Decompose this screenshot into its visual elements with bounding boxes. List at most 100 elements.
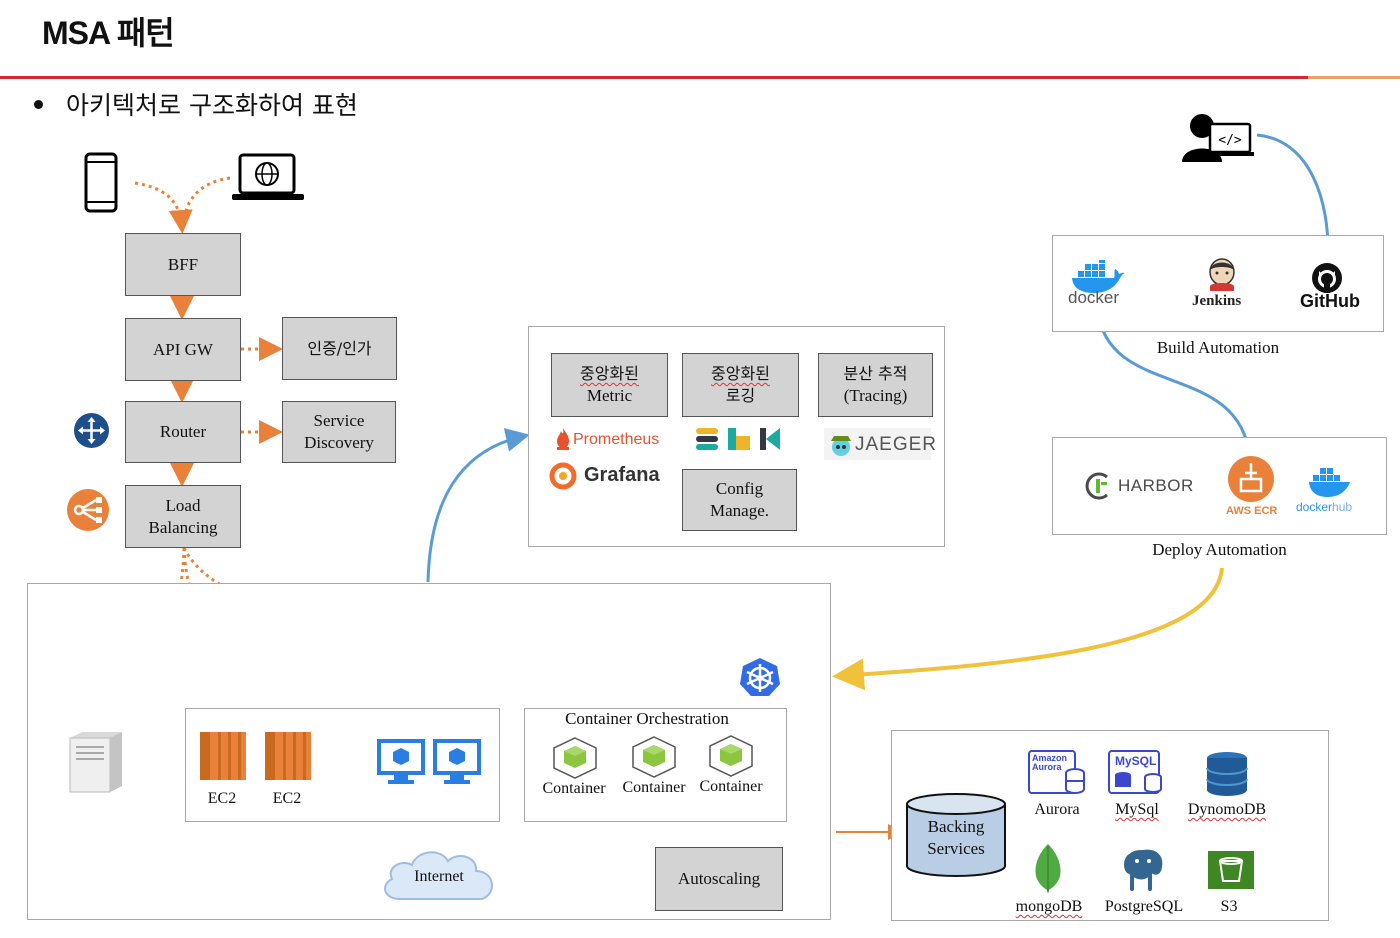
service-discovery-line-1: Service bbox=[313, 411, 365, 430]
config-line-1: Config bbox=[715, 479, 764, 498]
dockerhub-label-a: docker bbox=[1296, 500, 1333, 514]
router-icon bbox=[74, 413, 109, 448]
virtual-machine-icon-1 bbox=[377, 739, 425, 784]
backing-label-line-2: Services bbox=[927, 839, 985, 858]
dockerhub-label: dockerhub bbox=[1296, 500, 1352, 514]
container-orchestration-title: Container Orchestration bbox=[565, 709, 729, 728]
server-icon bbox=[69, 732, 122, 793]
github-label: GitHub bbox=[1300, 291, 1360, 311]
load-balancing-line-2: Balancing bbox=[148, 517, 218, 537]
bff-label: BFF bbox=[167, 254, 199, 274]
api-gateway-label: API GW bbox=[153, 339, 213, 359]
container-label-3: Container bbox=[699, 778, 763, 795]
jenkins-label: Jenkins bbox=[1192, 293, 1242, 309]
tracing-box: 분산 추적 (Tracing) bbox=[818, 353, 933, 417]
jaeger-logo-text: JAEGER bbox=[855, 434, 938, 455]
autoscaling-box: Autoscaling bbox=[655, 847, 783, 911]
jaeger-logo-icon bbox=[831, 436, 851, 456]
grafana-logo-text: Grafana bbox=[584, 464, 660, 486]
grafana-logo-icon bbox=[549, 462, 577, 490]
autoscaling-label: Autoscaling bbox=[677, 869, 761, 888]
prometheus-logo-icon bbox=[557, 428, 569, 450]
page-title: MSA 패턴 bbox=[42, 15, 175, 51]
auth-box: 인증/인가 bbox=[282, 317, 397, 380]
mysql-label: MySql bbox=[1115, 801, 1159, 818]
arrow-deploy-to-infra bbox=[832, 567, 1224, 691]
arrow-docker-to-ecr bbox=[1096, 311, 1261, 464]
ec2-instance-icon-2 bbox=[265, 732, 311, 780]
title-divider-tail bbox=[1308, 76, 1400, 79]
metric-box: 중앙화된 Metric bbox=[551, 353, 668, 417]
ec2-label-2: EC2 bbox=[272, 790, 302, 807]
title-divider bbox=[0, 76, 1308, 79]
elk-logo-icon bbox=[696, 428, 780, 450]
deploy-automation-caption: Deploy Automation bbox=[1152, 540, 1287, 559]
metric-line-2: Metric bbox=[586, 386, 633, 405]
mongodb-label: mongoDB bbox=[1015, 898, 1083, 915]
auth-label: 인증/인가 bbox=[307, 338, 372, 358]
developer-icon: </> bbox=[1182, 114, 1254, 162]
aurora-icon-text-1: Amazon bbox=[1032, 753, 1067, 763]
backing-label-line-1: Backing bbox=[927, 817, 985, 836]
aurora-icon: Amazon Aurora bbox=[1028, 750, 1085, 794]
docker-label: docker bbox=[1068, 288, 1120, 307]
dynamodb-icon bbox=[1206, 752, 1248, 796]
config-line-2: Manage. bbox=[709, 501, 769, 520]
arrow-infra-to-observability bbox=[426, 428, 530, 583]
s3-label: S3 bbox=[1220, 898, 1238, 915]
aws-ecr-label: AWS ECR bbox=[1226, 505, 1278, 517]
arrow-mobile-to-bff bbox=[134, 181, 193, 234]
bullet-dot bbox=[34, 100, 43, 109]
postgresql-icon bbox=[1122, 847, 1165, 893]
internet-label: Internet bbox=[414, 868, 464, 885]
kubernetes-icon bbox=[740, 658, 780, 696]
ec2-label-1: EC2 bbox=[207, 790, 237, 807]
tracing-line-2: (Tracing) bbox=[843, 386, 908, 405]
postgresql-label: PostgreSQL bbox=[1104, 898, 1184, 915]
prometheus-logo-text: Prometheus bbox=[573, 431, 660, 448]
container-label-2: Container bbox=[622, 779, 686, 796]
metric-line-1: 중앙화된 bbox=[580, 364, 639, 383]
s3-bucket-icon bbox=[1208, 851, 1254, 889]
svg-text:</>: </> bbox=[1218, 133, 1242, 148]
laptop-web-icon bbox=[232, 153, 304, 200]
jenkins-logo-icon bbox=[1209, 258, 1235, 291]
internet-cloud-icon bbox=[384, 851, 493, 900]
router-box: Router bbox=[125, 401, 241, 463]
backing-services-database-icon bbox=[906, 793, 1006, 877]
aurora-label: Aurora bbox=[1034, 801, 1080, 818]
dockerhub-label-b: hub bbox=[1332, 500, 1353, 514]
arrow-laptop-to-bff bbox=[181, 176, 231, 229]
bff-box: BFF bbox=[125, 233, 241, 296]
api-gateway-box: API GW bbox=[125, 318, 241, 381]
virtual-machine-icon-2 bbox=[433, 739, 481, 784]
docker-whale-icon bbox=[1072, 260, 1125, 293]
tracing-line-1: 분산 추적 bbox=[843, 364, 908, 383]
bullet-text: 아키텍처로 구조화하여 표현 bbox=[66, 91, 358, 120]
aws-ecr-icon bbox=[1228, 456, 1274, 502]
github-logo-icon bbox=[1312, 263, 1342, 293]
mysql-icon-text: MySQL bbox=[1115, 754, 1156, 768]
container-icon-2 bbox=[632, 736, 676, 778]
dynamodb-label: DynomoDB bbox=[1187, 801, 1267, 818]
container-icon-3 bbox=[709, 735, 753, 777]
mobile-phone-icon bbox=[84, 152, 118, 213]
mongodb-icon bbox=[1035, 844, 1061, 894]
harbor-logo-icon bbox=[1085, 472, 1108, 500]
mysql-icon: MySQL bbox=[1108, 750, 1162, 794]
harbor-label: HARBOR bbox=[1118, 476, 1194, 495]
container-icon-1 bbox=[553, 737, 597, 779]
container-label-1: Container bbox=[542, 780, 606, 797]
build-automation-caption: Build Automation bbox=[1156, 338, 1280, 357]
logging-line-2: 로깅 bbox=[725, 386, 756, 405]
load-balancer-icon bbox=[67, 489, 109, 531]
logging-line-1: 중앙화된 bbox=[711, 364, 770, 383]
ec2-instance-icon-1 bbox=[200, 732, 246, 780]
aurora-icon-text-2: Aurora bbox=[1032, 762, 1062, 772]
load-balancing-line-1: Load bbox=[165, 495, 201, 515]
